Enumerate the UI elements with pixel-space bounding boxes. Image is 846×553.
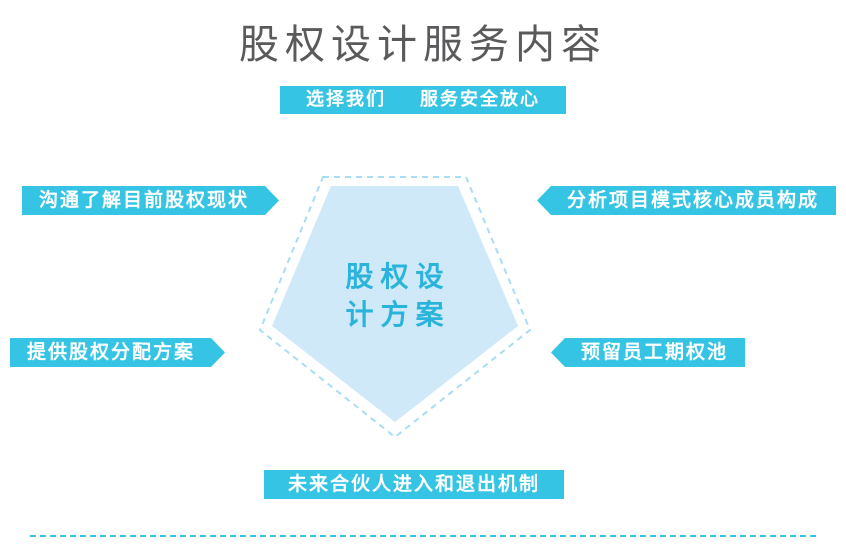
page-title: 股权设计服务内容: [239, 22, 607, 68]
bottom-dashed-divider: [30, 535, 816, 537]
label-communicate-current-equity: 沟通了解目前股权现状: [22, 186, 279, 215]
pentagon-label: 股权设 计方案: [298, 258, 498, 334]
pentagon-fill: [272, 186, 518, 422]
pentagon-shape: [258, 176, 532, 439]
label-analyze-core-members: 分析项目模式核心成员构成: [536, 186, 836, 215]
banner-right-text: 服务安全放心: [420, 89, 540, 110]
banner-left-text: 选择我们: [306, 89, 386, 110]
pentagon-label-line2: 计方案: [345, 298, 451, 331]
label-future-partner-mechanism: 未来合伙人进入和退出机制: [263, 470, 565, 499]
label-provide-allocation-plan: 提供股权分配方案: [10, 338, 225, 367]
pentagon-label-line1: 股权设: [345, 260, 451, 293]
subtitle-banner: 选择我们 服务安全放心: [280, 86, 566, 114]
label-reserve-option-pool: 预留员工期权池: [550, 338, 745, 367]
